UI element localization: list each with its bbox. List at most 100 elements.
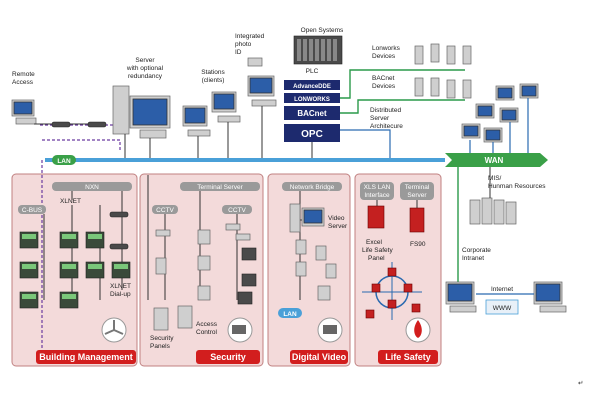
- security-title-bar: [196, 350, 260, 364]
- video-server-label-2: Server: [328, 223, 348, 230]
- wan-bus: [445, 153, 548, 167]
- security-panels-label-1: Security: [150, 335, 174, 342]
- mis-label-1: MIS/: [488, 175, 502, 182]
- security-terminal-server-bar: [180, 182, 260, 191]
- nxn-bar: [52, 182, 132, 191]
- mis-server-rack-icon: [469, 197, 517, 225]
- security-terminal-server-label: Terminal Server: [197, 184, 243, 191]
- server-label-1: Server: [135, 57, 155, 64]
- distributed-label-1: Distributed: [370, 107, 401, 114]
- protocol-advancedde-label: AdvanceDDE: [293, 84, 331, 90]
- network-bridge-label: Network Bridge: [290, 184, 335, 191]
- cbus-label: C-BUS: [22, 207, 43, 214]
- remote-access-label-1: Remote: [12, 71, 35, 78]
- plc-rack-icon: [293, 35, 343, 65]
- protocol-opc-label: OPC: [301, 129, 323, 140]
- protocol-bacnet-label: BACnet: [297, 109, 327, 118]
- plc-label: PLC: [306, 68, 319, 75]
- security-panels-icon: [153, 305, 193, 331]
- life-safety-panel-icon: [367, 205, 425, 233]
- intranet-label-1: Corporate: [462, 247, 491, 254]
- life-safety-title-bar: [378, 350, 438, 364]
- video-lan-tag: [278, 308, 302, 318]
- building-controllers: [19, 231, 131, 309]
- digital-video-title-bar: [290, 350, 348, 364]
- intranet-pc-left: [445, 281, 477, 313]
- life-terminal-label-2: Server: [407, 192, 427, 199]
- photo-id-label-1: Integrated: [235, 33, 265, 40]
- stations-label-2: (clients): [202, 77, 225, 84]
- security-cameras: [155, 223, 257, 305]
- xlnet-dialup-label-2: Dial-up: [110, 291, 131, 298]
- security-panels-label-2: Panels: [150, 343, 171, 350]
- photo-id-label-2: photo: [235, 41, 252, 48]
- open-systems-label: Open Systems: [301, 27, 344, 34]
- www-box: [485, 299, 519, 315]
- internet-label: Internet: [491, 286, 513, 293]
- wan-bus-label: WAN: [485, 156, 504, 165]
- intranet-label-2: Intranet: [462, 255, 484, 262]
- cctv-bar-right: [222, 205, 252, 214]
- life-terminal-label-1: Terminal: [405, 184, 430, 191]
- protocol-box-opc: [284, 124, 340, 142]
- video-camera-badge-icon: [317, 317, 343, 343]
- nxn-label: NXN: [85, 184, 99, 191]
- excel-label-1: Excel: [366, 239, 382, 246]
- access-control-label-2: Control: [196, 329, 218, 336]
- station-pc-1: [182, 105, 211, 137]
- www-label: WWW: [493, 305, 512, 312]
- station-pc-2: [211, 91, 241, 123]
- digital-video-title: Digital Video: [292, 352, 347, 362]
- server-icon: [112, 85, 171, 139]
- server-label-2: with optional: [126, 65, 164, 72]
- lonworks-device-icons: [414, 43, 472, 65]
- fire-icon: [405, 317, 431, 343]
- protocol-box-lonworks: [284, 93, 340, 103]
- security-camera-icon: [227, 317, 253, 343]
- life-safety-loop-icon: [362, 262, 422, 320]
- stations-label-1: Stations: [201, 69, 225, 76]
- video-camera-icons: [295, 239, 337, 301]
- remote-access-label-2: Access: [12, 79, 34, 86]
- dialup-dash-link: [42, 139, 121, 150]
- cctv-bar-left: [152, 205, 178, 214]
- excel-label-2: Life Safety: [362, 247, 393, 254]
- xls-lan-label-2: Interface: [364, 192, 390, 199]
- server-label-3: redundancy: [128, 73, 163, 80]
- protocol-box-advancedde: [284, 80, 340, 90]
- access-control-label-1: Access: [196, 321, 218, 328]
- building-management-title: Building Management: [39, 352, 133, 362]
- lonworks-link: [340, 69, 465, 99]
- security-title: Security: [210, 352, 246, 362]
- photo-id-label-3: ID: [235, 49, 242, 56]
- xls-lan-label-1: XLS LAN: [364, 184, 391, 191]
- xlnet-top-label: XLNET: [60, 198, 81, 205]
- distributed-label-3: Architecure: [370, 123, 403, 130]
- lan-bus-label: LAN: [57, 158, 71, 165]
- dialup-modem-icon-2: [109, 243, 129, 250]
- video-server-label-1: Video: [328, 215, 345, 222]
- intranet-pc-right: [533, 281, 567, 313]
- protocol-lonworks-label: LONWORKS: [294, 97, 330, 103]
- xlnet-dialup-label-1: XLNET: [110, 283, 131, 290]
- lonworks-label-1: Lonworks: [372, 45, 401, 52]
- building-management-title-bar: [36, 350, 136, 364]
- video-server-icon: [289, 203, 325, 233]
- fs90-label: FS90: [410, 241, 426, 248]
- footnote-mark: ↵: [578, 380, 583, 387]
- photo-id-camera-icon: [247, 57, 263, 67]
- remote-access-pc: [11, 99, 37, 125]
- distributed-label-2: Server: [370, 115, 390, 122]
- video-lan-label: LAN: [283, 311, 297, 318]
- bacnet-device-icons: [414, 77, 472, 99]
- mis-label-2: Hunman Resources: [488, 183, 546, 190]
- bacnet-label-2: Devices: [372, 83, 396, 90]
- distributed-server-cluster: [461, 83, 539, 143]
- distributed-link: [340, 129, 391, 158]
- remote-dash-link: [40, 124, 120, 348]
- protocol-box-bacnet: [284, 106, 340, 120]
- network-bridge-bar: [282, 182, 342, 191]
- life-terminal-server-bar: [400, 182, 434, 200]
- xls-lan-interface-bar: [360, 182, 394, 200]
